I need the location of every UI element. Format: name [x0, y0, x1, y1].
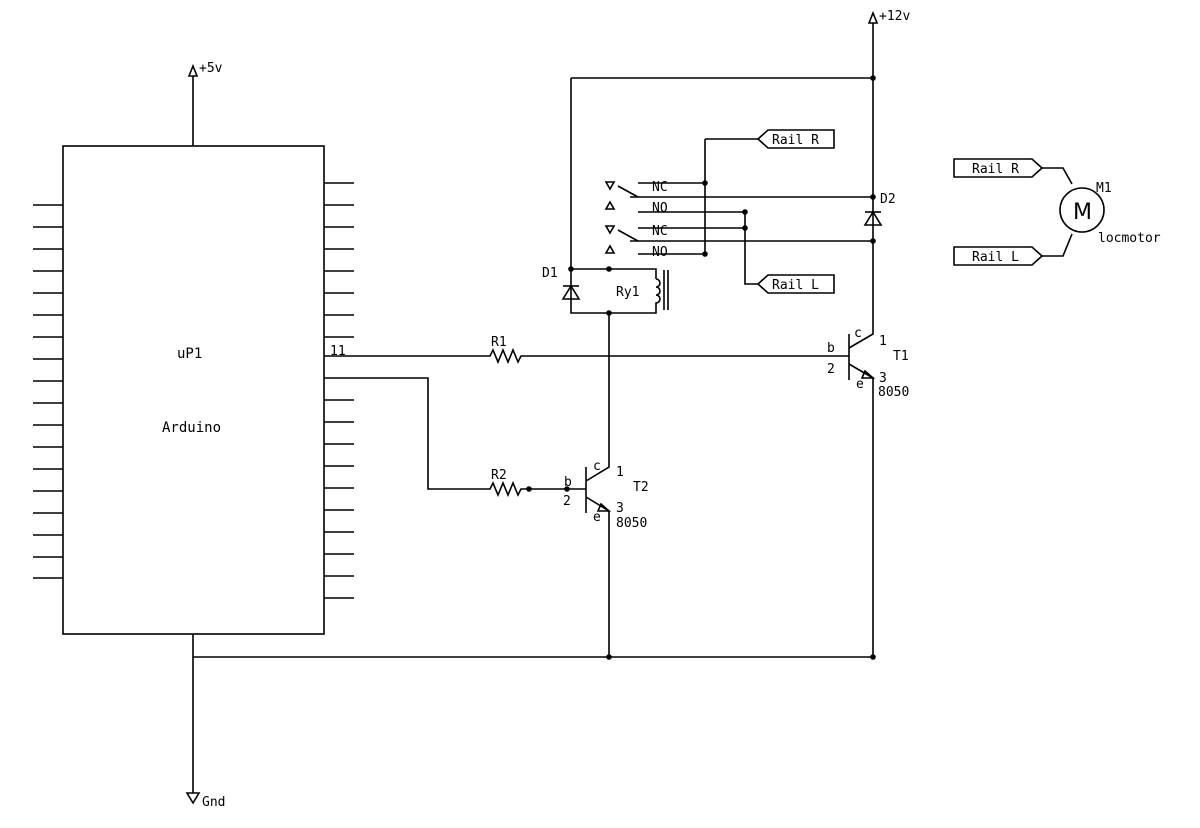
relay-ref-label: Ry1: [616, 285, 639, 300]
t1-emitter-label: e: [856, 377, 864, 392]
t2-base-label: b: [564, 475, 572, 490]
junction-contact2-gnd: [870, 238, 876, 244]
t2-pin-e-label: 3: [616, 501, 624, 516]
t2-pin-b-label: 2: [563, 494, 571, 509]
ground-label: Gnd: [202, 795, 225, 810]
relay-ry1-contacts: NC NO NC NO: [604, 180, 873, 260]
t1-base-label: b: [827, 341, 835, 356]
t1-part-label: 8050: [878, 385, 909, 400]
motor-rail-l-flag: Rail L: [953, 246, 1044, 266]
t1-pin-b-label: 2: [827, 362, 835, 377]
d1-label: D1: [542, 266, 558, 281]
t2-part-label: 8050: [616, 516, 647, 531]
arduino-name-label: Arduino: [162, 420, 221, 436]
supply-12v-wire: [570, 77, 873, 269]
motor-ref-label: M1: [1096, 181, 1112, 196]
motor-circle: [1059, 187, 1105, 233]
contact2-nc-marker: [604, 225, 616, 235]
motor-rail-r-flag: Rail R: [953, 158, 1044, 178]
t1-pin-e-label: 3: [879, 371, 887, 386]
junction-12v-top: [870, 75, 876, 81]
rail-l-net-wire: [744, 212, 758, 285]
ground-symbol: Gnd: [185, 634, 225, 810]
r2-label: R2: [491, 468, 507, 483]
rail-l-flag-label: Rail L: [772, 278, 819, 293]
motor-rail-l-label: Rail L: [972, 250, 1019, 265]
transistor-t2: b c e 1 2 3 T2 8050: [563, 313, 649, 657]
transistor-t1: b c e 1 2 3 T1 8050: [827, 78, 909, 657]
diode-d1: D1: [542, 266, 609, 314]
motor-m1: Rail R Rail L M M1 locmotor: [953, 158, 1161, 266]
vcc-12v-label: +12v: [879, 9, 910, 24]
arduino-body: [62, 145, 325, 635]
t2-ref-label: T2: [633, 480, 649, 495]
t2-collector-label: c: [593, 459, 601, 474]
motor-symbol: M: [1073, 200, 1092, 225]
junction-t2-base: [564, 486, 570, 492]
junction-gnd-t1: [870, 654, 876, 660]
rail-r-net-wire: [704, 138, 758, 254]
arduino-ref-label: uP1: [177, 346, 202, 362]
arduino-block: uP1 Arduino 11: [33, 145, 354, 635]
contact2-no-label: NO: [652, 245, 668, 260]
arduino-right-pins: [324, 182, 354, 599]
contact1-nc-label: NC: [652, 180, 668, 195]
t2-pin-c-label: 1: [616, 465, 624, 480]
motor-rail-r-label: Rail R: [972, 162, 1019, 177]
junction-gnd-t2: [606, 654, 612, 660]
t1-pin-c-label: 1: [879, 334, 887, 349]
diode-d2: D2: [863, 192, 896, 226]
junction-relay-top: [606, 266, 612, 272]
rail-r-flag-label: Rail R: [772, 133, 819, 148]
motor-name-label: locmotor: [1098, 231, 1161, 246]
rail-l-flag: Rail L: [756, 274, 835, 294]
contact2-no-marker: [604, 244, 616, 254]
junction-contact1-12v: [870, 194, 876, 200]
rail-r-flag: Rail R: [756, 129, 835, 149]
t2-emitter-label: e: [593, 510, 601, 525]
junction-r2: [526, 486, 532, 492]
junction-relay-bottom: [606, 310, 612, 316]
vcc-5v-symbol: +5v: [187, 61, 223, 146]
r1-label: R1: [491, 335, 507, 350]
arduino-left-pins: [33, 204, 63, 579]
t1-collector-label: c: [854, 326, 862, 341]
vcc-5v-label: +5v: [199, 61, 223, 76]
contact1-nc-marker: [604, 181, 616, 191]
relay-ry1-coil: Ry1: [571, 268, 669, 314]
resistor-r1: R1: [324, 335, 849, 365]
contact1-no-label: NO: [652, 201, 668, 216]
d2-label: D2: [880, 192, 896, 207]
resistor-r2: R2: [324, 377, 586, 498]
junction-d1-top: [568, 266, 574, 272]
contact1-no-marker: [604, 200, 616, 210]
vcc-12v-symbol: +12v: [867, 9, 910, 78]
contact2-nc-label: NC: [652, 224, 668, 239]
t1-ref-label: T1: [893, 349, 909, 364]
